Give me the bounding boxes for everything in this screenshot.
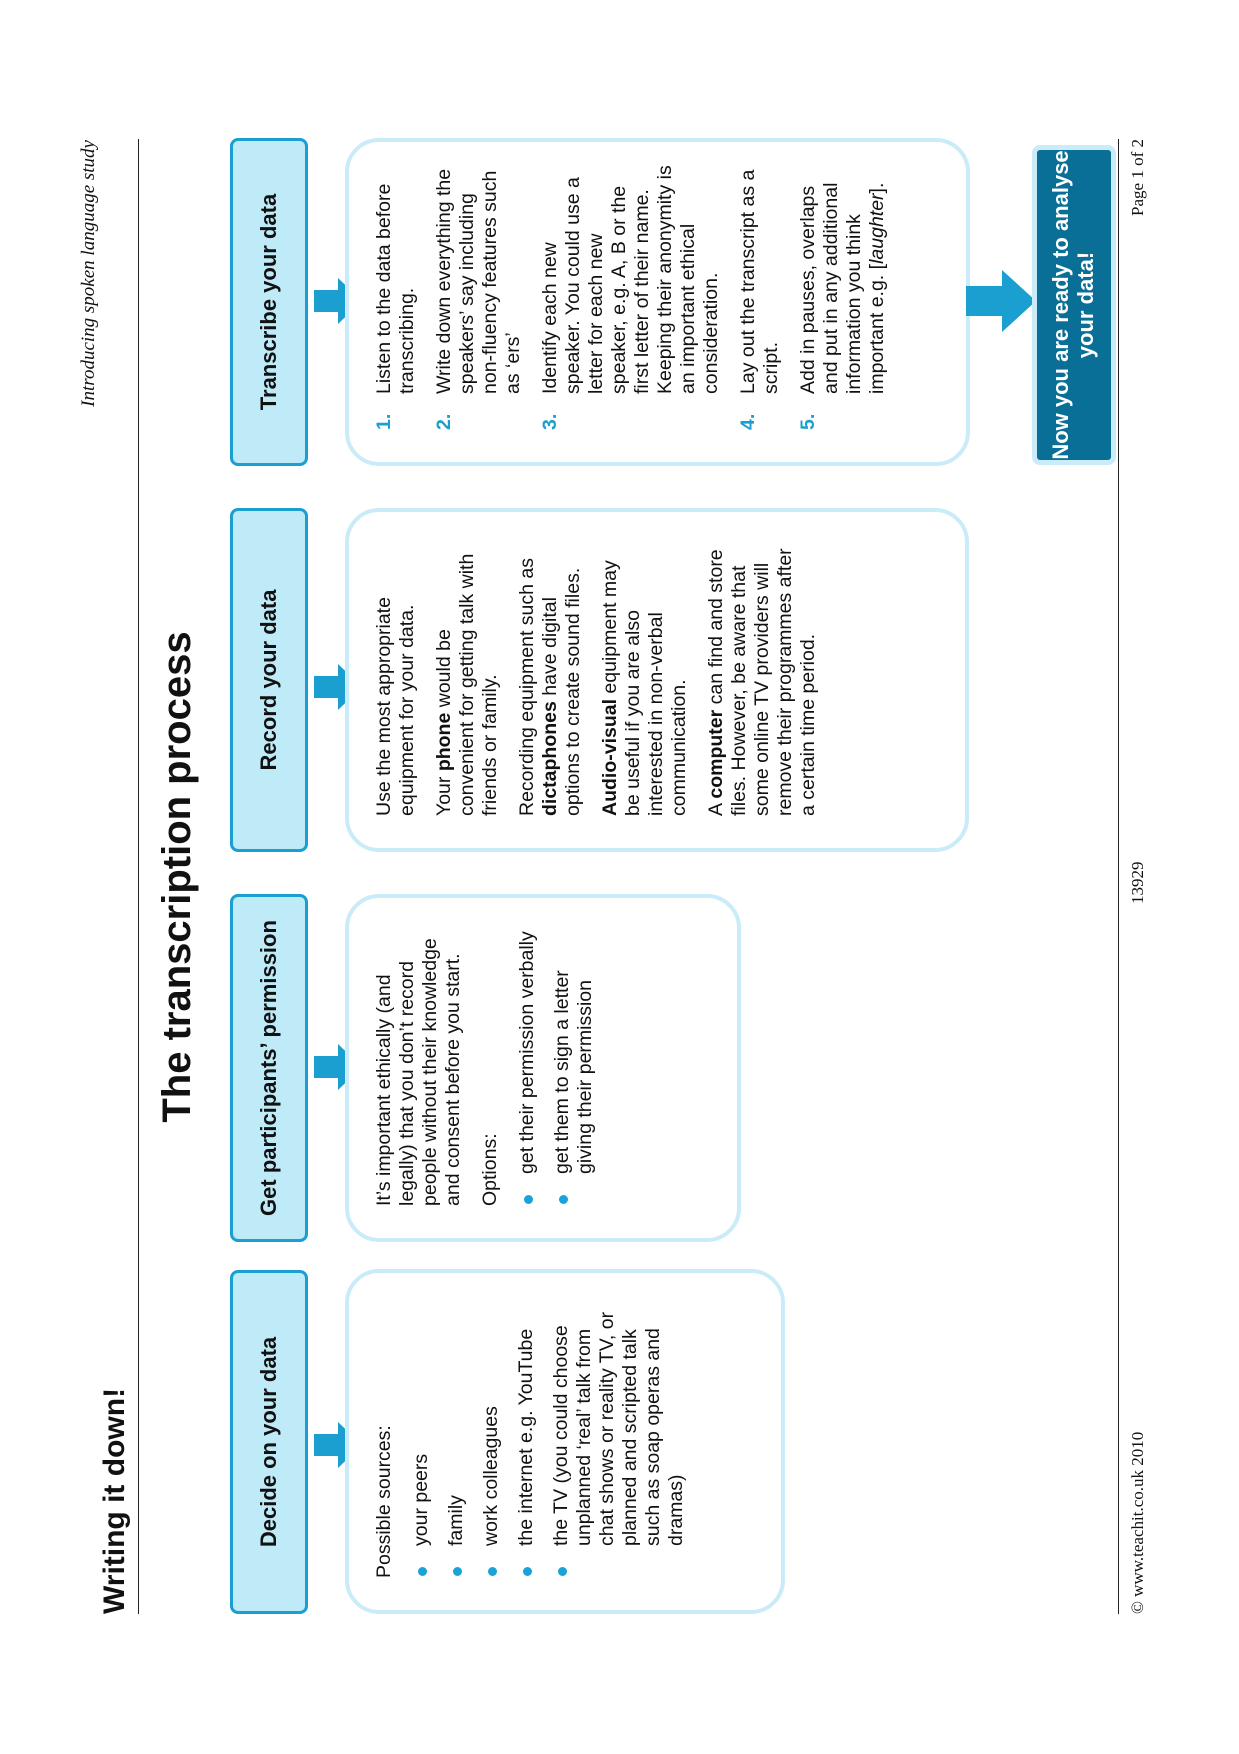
step-panel-decide: Possible sources: your peers family work… [345, 1269, 785, 1614]
step-header-transcribe: Transcribe your data [230, 138, 308, 466]
bullet-icon [524, 1195, 533, 1204]
step-header-record: Record your data [230, 508, 308, 852]
page-title: The transcription process [155, 631, 199, 1123]
options-label: Options: [479, 1133, 501, 1206]
list-item: get their permission verbally [516, 920, 539, 1206]
step-header-label: Get participants’ permission [255, 920, 281, 1216]
list-item: work colleagues [480, 1295, 503, 1578]
sources-list: your peers family work colleagues the in… [410, 1295, 688, 1578]
footer-copyright: © www.teachit.co.uk 2010 [1128, 1431, 1147, 1614]
bullet-icon [559, 1195, 568, 1204]
header-rule [138, 139, 139, 1614]
step-header-label: Record your data [255, 589, 281, 771]
list-item: family [445, 1295, 468, 1578]
footer-code: 13929 [1128, 861, 1147, 905]
down-arrow-icon [966, 270, 1036, 332]
step-header-label: Decide on your data [255, 1336, 281, 1548]
list-item: your peers [410, 1295, 433, 1578]
step-panel-transcribe: 1.Listen to the data before transcribing… [345, 138, 970, 466]
steps-list: 1.Listen to the data before transcribing… [373, 164, 889, 430]
list-item: 1.Listen to the data before transcribing… [373, 183, 418, 430]
bullet-icon [488, 1567, 497, 1576]
panel-paragraph: A computer can find and store files. How… [705, 548, 819, 816]
step-header-decide: Decide on your data [230, 1270, 308, 1614]
list-item: the TV (you could choose unplanned ‘real… [550, 1295, 688, 1578]
step-panel-record: Use the most appropriate equipment for y… [345, 508, 969, 852]
options-list: get their permission verbally get them t… [516, 920, 597, 1206]
bullet-icon [558, 1567, 567, 1576]
page-header-title: Writing it down! [98, 1387, 131, 1614]
list-item: get them to sign a letter giving their p… [551, 920, 597, 1206]
list-item: 2.Write down everything the speakers’ sa… [433, 168, 524, 430]
final-callout: Now you are ready to analyse your data! [1032, 145, 1116, 465]
bullet-icon [523, 1567, 532, 1576]
final-callout-text: Now you are ready to analyse your data! [1048, 150, 1098, 460]
panel-paragraph: Recording equipment such as dictaphones … [516, 558, 584, 816]
list-item: 5.Add in pauses, overlaps and put in any… [797, 182, 888, 430]
footer-rule [1118, 139, 1119, 1614]
bullet-icon [418, 1567, 427, 1576]
page-header-subtitle: Introducing spoken language study [78, 140, 99, 407]
list-item: 4.Lay out the transcript as a script. [737, 169, 782, 430]
panel-paragraph: Your phone would be convenient for getti… [433, 553, 501, 816]
step-header-permission: Get participants’ permission [230, 894, 308, 1242]
step-panel-permission: It’s important ethically (and legally) t… [345, 894, 741, 1242]
panel-intro: Possible sources: [373, 1425, 395, 1578]
panel-paragraph: Audio-visual equipment may be useful if … [599, 560, 690, 816]
panel-intro: It’s important ethically (and legally) t… [373, 938, 464, 1206]
panel-paragraph: Use the most appropriate equipment for y… [373, 597, 418, 816]
list-item: the internet e.g. YouTube [515, 1295, 538, 1578]
bullet-icon [453, 1567, 462, 1576]
footer-page-number: Page 1 of 2 [1128, 139, 1147, 216]
step-header-label: Transcribe your data [255, 193, 281, 411]
list-item: 3.Identify each new speaker. You could u… [539, 165, 722, 430]
